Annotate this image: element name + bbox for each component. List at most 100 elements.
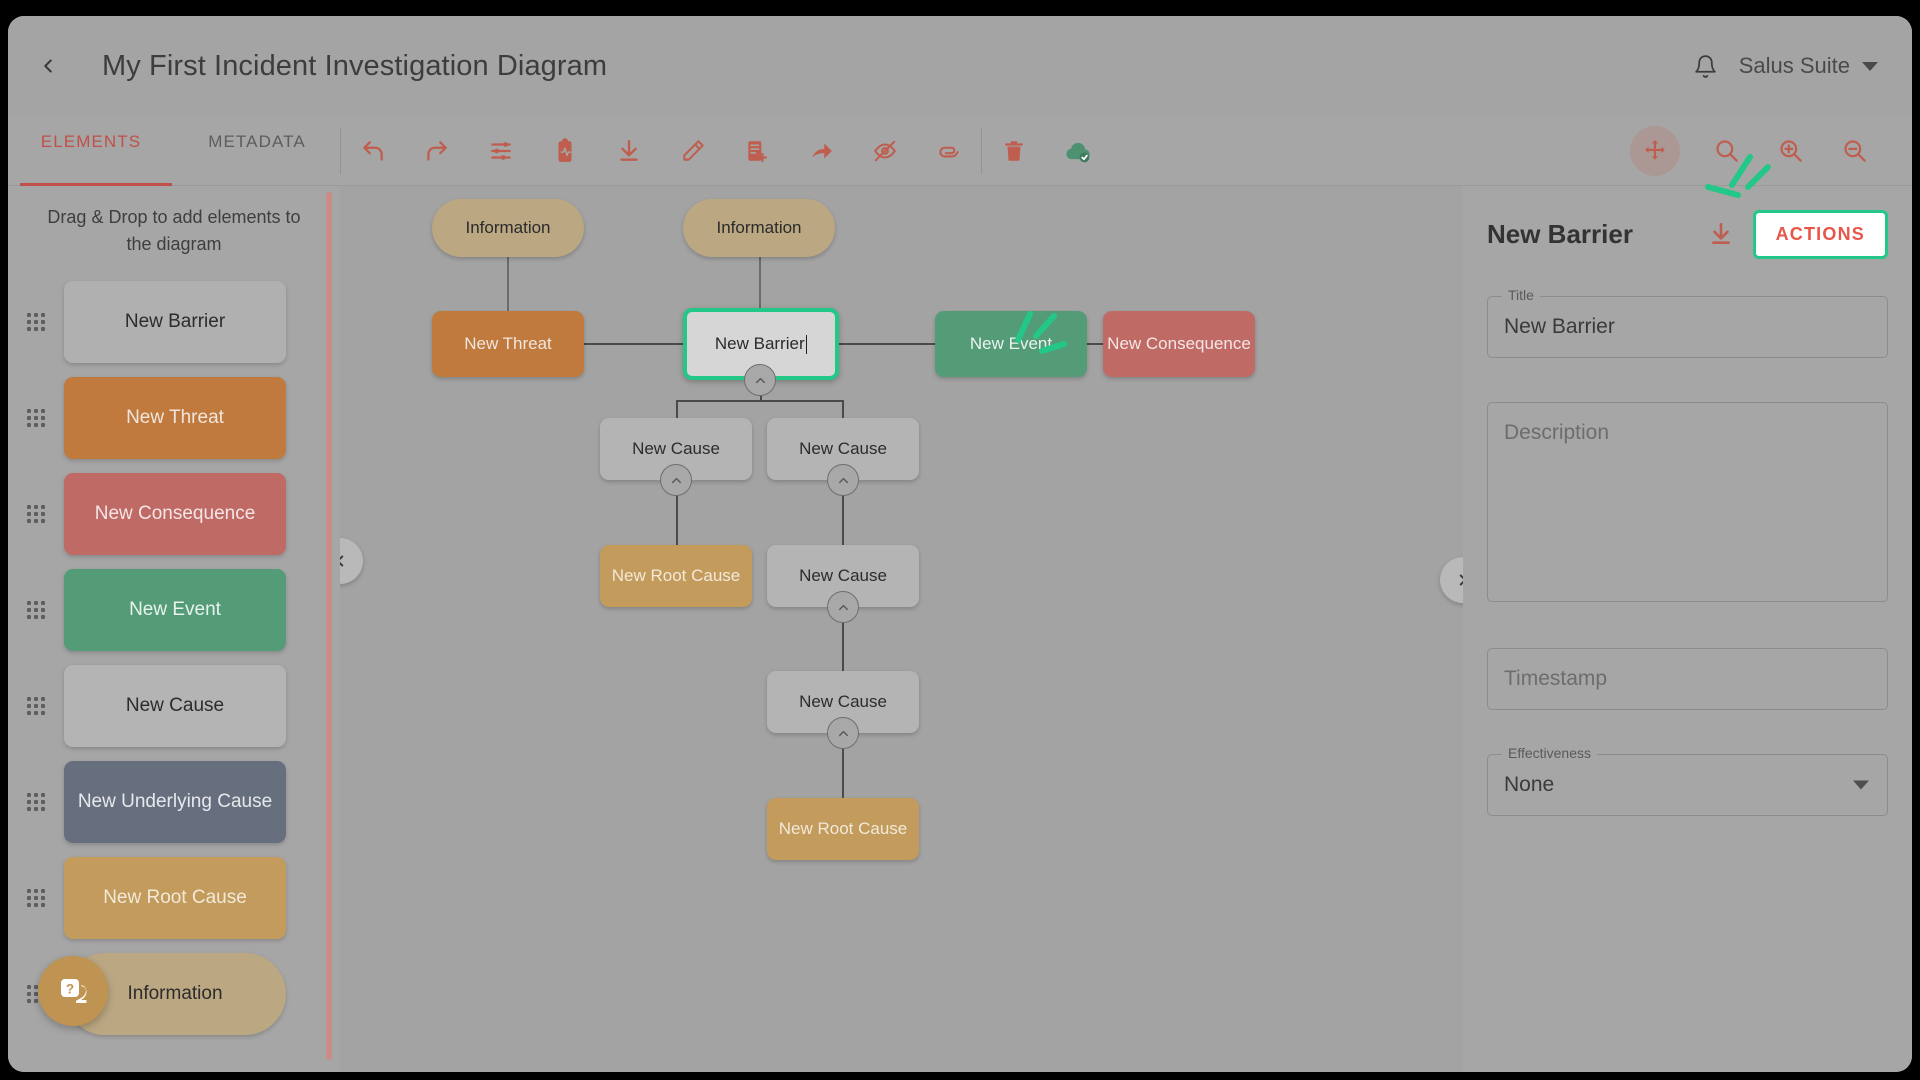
node-label: New Threat [464,334,552,353]
chevron-up-icon[interactable] [827,717,859,749]
diagram-node-info2[interactable]: Information [683,199,835,257]
edge-cause1-root1 [676,480,678,545]
palette-item-new-underlying-cause[interactable]: New Underlying Cause [64,761,286,843]
palette-item-new-event[interactable]: New Event [64,569,286,651]
diagram-node-cause3[interactable]: New Cause [767,545,919,607]
account-menu[interactable]: Salus Suite [1739,53,1878,79]
edge-info2-barrier1 [759,257,761,308]
header-right-group: Salus Suite [1683,43,1912,89]
hide-eye-icon[interactable] [853,123,917,179]
text-caret [805,334,808,354]
chevron-up-icon[interactable] [660,464,692,496]
drag-handle-icon[interactable] [8,889,64,907]
expand-panel-button[interactable] [1440,557,1463,603]
drag-handle-icon[interactable] [8,601,64,619]
collapse-sidebar-button[interactable] [340,538,363,584]
field-legend: Title [1502,287,1540,303]
node-label: Information [716,218,802,237]
palette-item-new-consequence[interactable]: New Consequence [64,473,286,555]
palette-item-new-threat[interactable]: New Threat [64,377,286,459]
drag-handle-icon[interactable] [8,697,64,715]
palette-row: New Root Cause [8,850,340,946]
chevron-left-icon [340,555,344,567]
palette-row: Information [8,946,340,1042]
palette-item-new-root-cause[interactable]: New Root Cause [64,857,286,939]
filter-settings-icon[interactable] [469,123,533,179]
grip-dots [27,793,45,811]
node-label: New Cause [632,439,720,458]
chevron-up-icon[interactable] [744,364,776,396]
palette-item-new-cause[interactable]: New Cause [64,665,286,747]
download-icon[interactable] [1703,216,1739,252]
field-description[interactable]: Description [1487,402,1888,602]
chevron-up-icon[interactable] [827,591,859,623]
chevron-down-icon[interactable] [1853,780,1869,790]
help-question-icon[interactable]: ? [38,956,108,1026]
diagram-node-info1[interactable]: Information [432,199,584,257]
grip-dots [27,697,45,715]
page-title: My First Incident Investigation Diagram [102,49,608,82]
diagram-node-cons1[interactable]: New Consequence [1103,311,1255,377]
delete-icon[interactable] [982,123,1046,179]
edit-pencil-icon[interactable] [661,123,725,179]
tab-elements[interactable]: ELEMENTS [40,131,142,151]
pan-move-icon[interactable] [1630,125,1680,176]
palette-item-new-barrier[interactable]: New Barrier [64,281,286,363]
drag-handle-icon[interactable] [8,793,64,811]
notification-bell-icon[interactable] [1683,43,1729,89]
grip-dots [27,505,45,523]
actions-button[interactable]: ACTIONS [1752,209,1888,259]
attachment-icon[interactable] [917,123,981,179]
palette-row: New Threat [8,370,340,466]
chevron-left-icon [44,59,52,73]
field-legend: Effectiveness [1502,745,1598,761]
drag-handle-icon[interactable] [8,409,64,427]
diagram-node-threat1[interactable]: New Threat [432,311,584,377]
diagram-node-root2[interactable]: New Root Cause [767,798,919,860]
palette-item-information[interactable]: Information [64,953,286,1035]
field-timestamp[interactable]: Timestamp [1487,648,1888,710]
add-note-icon[interactable] [725,123,789,179]
cloud-saved-icon[interactable] [1046,123,1110,179]
edge-bus-cause1 [676,400,678,418]
grip-dots [27,313,45,331]
zoom-in-icon[interactable] [1758,123,1822,179]
sidebar-scrollbar[interactable] [326,192,332,1060]
back-button[interactable] [20,38,76,94]
toolbar-right-icons [1630,123,1912,179]
node-label: Information [465,218,551,237]
edge-threat1-barrier1 [584,343,683,345]
grip-dots [27,889,45,907]
drag-handle-icon[interactable] [8,505,64,523]
toolbar-actions-group [982,123,1110,179]
diagram-node-cause2[interactable]: New Cause [767,418,919,480]
chevron-down-icon [1862,61,1878,71]
download-icon[interactable] [597,123,661,179]
diagram-node-event1[interactable]: New Event [935,311,1087,377]
tab-metadata[interactable]: METADATA [208,131,306,151]
tab-active-indicator [20,182,172,186]
undo-icon[interactable] [341,123,405,179]
zoom-out-icon[interactable] [1822,123,1886,179]
node-label: New Barrier [714,334,805,353]
edge-event1-cons1 [1087,343,1103,345]
account-label: Salus Suite [1738,53,1850,78]
edge-cause-bus [676,400,843,402]
sidebar-tabs: ELEMENTS METADATA [8,116,340,186]
analysis-clipboard-icon[interactable] [533,123,597,179]
share-arrow-icon[interactable] [789,123,853,179]
zoom-fit-icon[interactable] [1694,123,1758,179]
redo-icon[interactable] [405,123,469,179]
palette-row: New Barrier [8,274,340,370]
drag-handle-icon[interactable] [8,313,64,331]
panel-title: New Barrier [1487,218,1633,249]
diagram-node-root1[interactable]: New Root Cause [600,545,752,607]
chevron-up-icon[interactable] [827,464,859,496]
toolbar-left-icons [341,123,981,179]
field-placeholder: Timestamp [1504,667,1608,690]
edge-cause4-root2 [842,733,844,798]
